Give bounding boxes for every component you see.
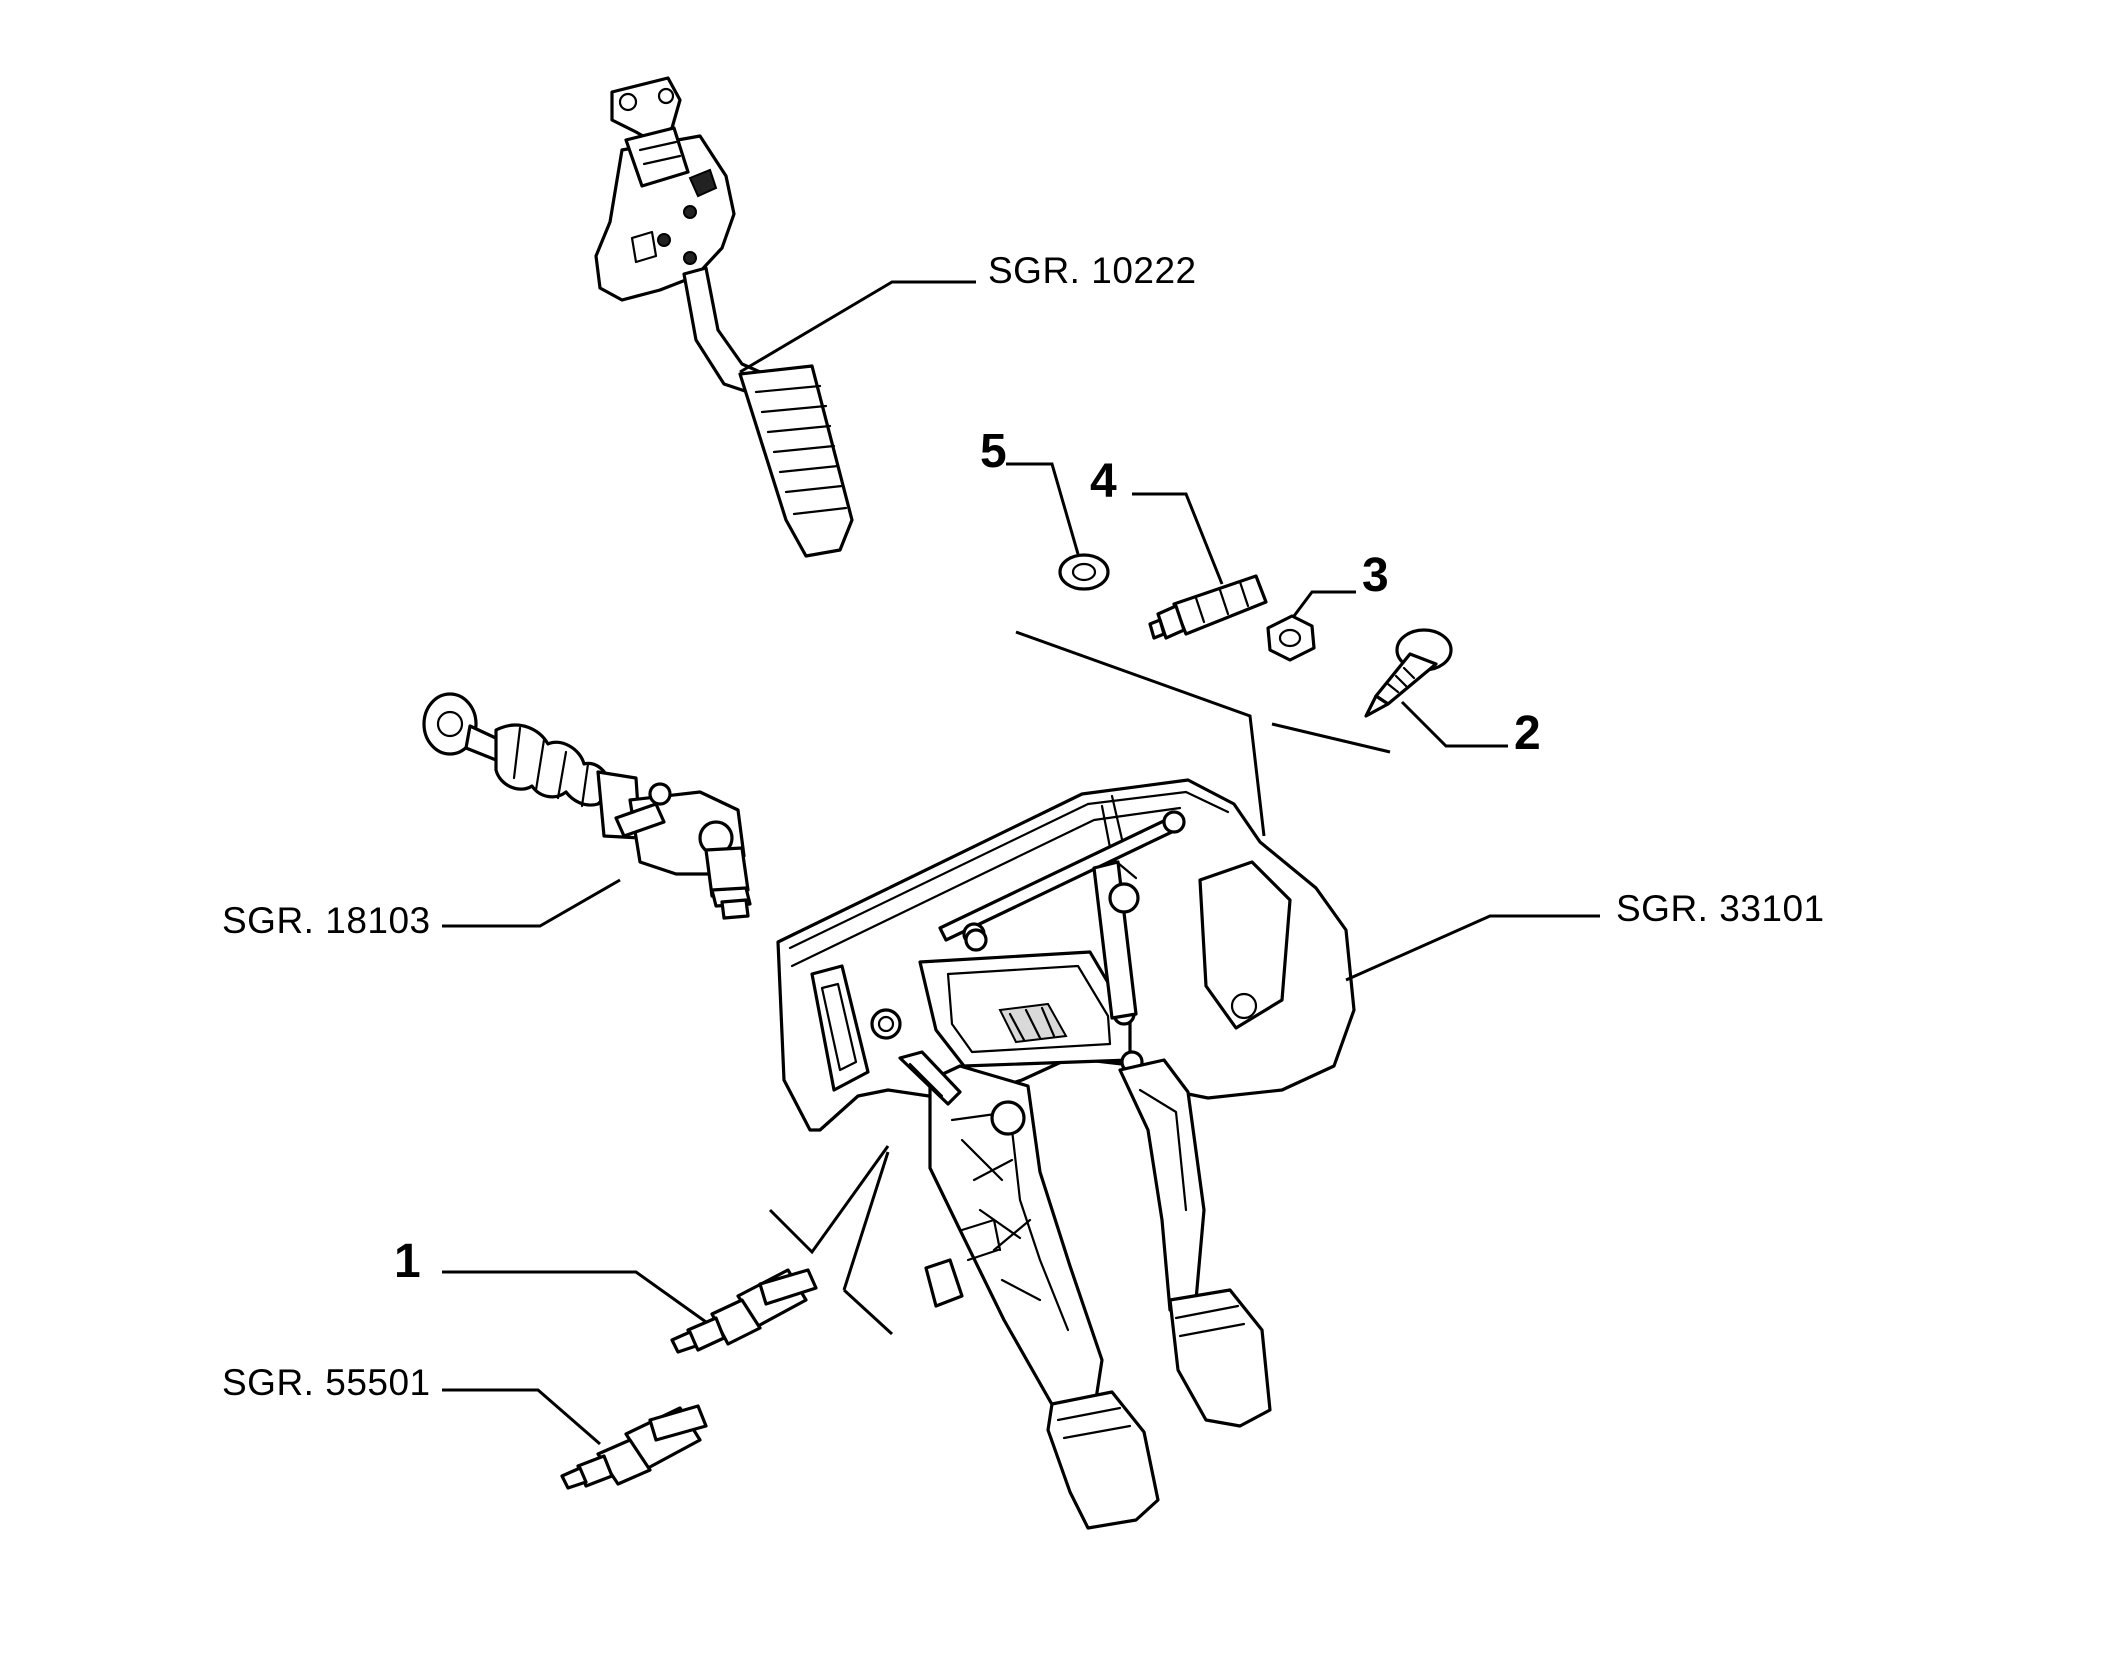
sgr-label-accelerator: SGR. 10222 — [988, 250, 1197, 291]
part-number-2: 2 — [1514, 707, 1541, 760]
screw-part-2 — [1364, 628, 1453, 718]
part-number-5: 5 — [980, 425, 1007, 478]
switch-sgr-55501 — [560, 1404, 708, 1490]
pedal-box-assembly — [776, 778, 1356, 1530]
sgr-label-switch: SGR. 55501 — [222, 1362, 431, 1403]
part-number-1: 1 — [394, 1235, 421, 1288]
clutch-master-cylinder — [422, 692, 752, 920]
switch-part-1 — [670, 1268, 818, 1354]
washer-part-5 — [1058, 553, 1110, 591]
nut-part-3 — [1266, 614, 1316, 662]
sgr-label-pedal-box: SGR. 33101 — [1616, 888, 1825, 929]
leader-lines — [442, 280, 1600, 1446]
part-number-3: 3 — [1362, 549, 1389, 602]
part-number-4: 4 — [1090, 455, 1117, 508]
pin-part-4 — [1148, 574, 1268, 640]
sgr-label-master-cylinder: SGR. 18103 — [222, 900, 431, 941]
accelerator-pedal-assembly — [594, 76, 854, 558]
